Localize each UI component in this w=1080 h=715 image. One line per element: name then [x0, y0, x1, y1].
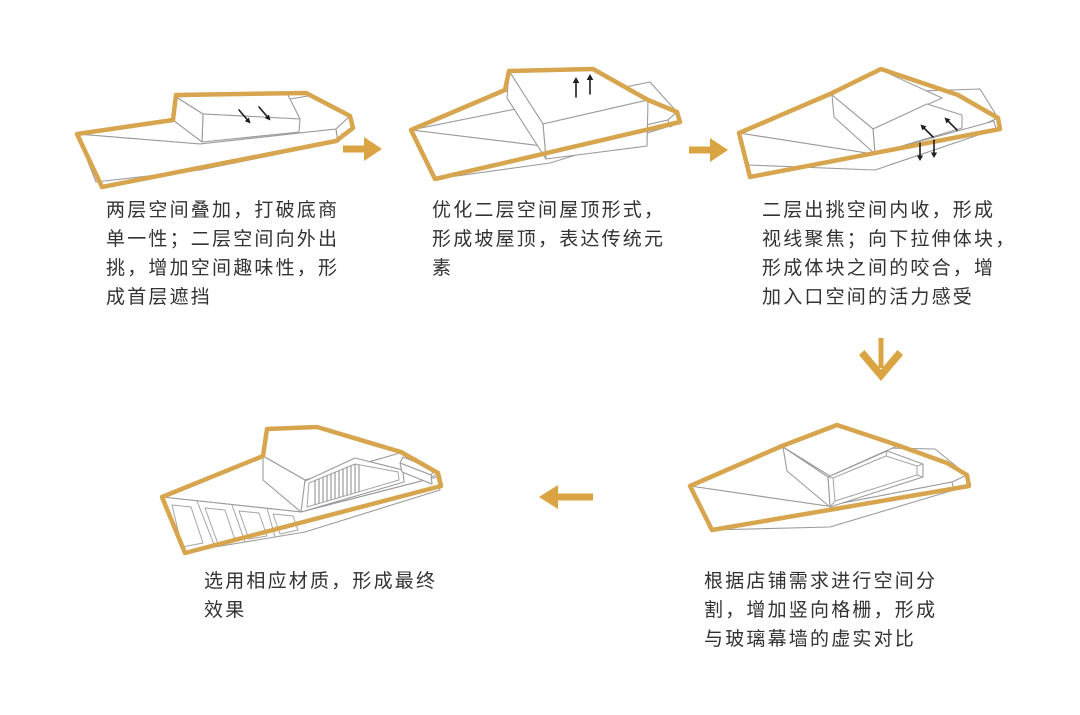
- vertical-louvers: [314, 464, 360, 505]
- caption-line: 视线聚焦；向下拉伸体块，: [762, 229, 1017, 250]
- step-2-caption: 优化二层空间屋顶形式， 形成坡屋顶，表达传统元 素: [432, 196, 665, 283]
- caption-line: 割，增加竖向格栅，形成: [704, 600, 938, 621]
- step-4-massing-diagram: [687, 422, 972, 533]
- caption-line: 二层出挑空间内收，形成: [762, 200, 996, 221]
- step-4-caption: 根据店铺需求进行空间分 割，增加竖向格栅，形成 与玻璃幕墙的虚实对比: [704, 567, 937, 654]
- caption-line: 形成坡屋顶，表达传统元: [432, 229, 666, 250]
- step-1-massing-diagram: [74, 90, 356, 190]
- step-5-massing-diagram: [159, 424, 444, 556]
- step-3-massing-diagram: [736, 66, 1003, 180]
- flow-arrow-down-icon: [859, 338, 903, 381]
- step-2-massing-diagram: [408, 66, 683, 182]
- caption-line: 素: [432, 258, 454, 279]
- caption-line: 挑，增加空间趣味性，形: [106, 258, 340, 279]
- caption-line: 优化二层空间屋顶形式，: [432, 200, 666, 221]
- caption-line: 两层空间叠加，打破底商: [106, 200, 340, 221]
- caption-line: 选用相应材质，形成最终: [204, 571, 438, 592]
- push-down-arrows-icon: [238, 106, 271, 124]
- caption-line: 单一性；二层空间向外出: [106, 229, 340, 250]
- step-1-caption: 两层空间叠加，打破底商 单一性；二层空间向外出 挑，增加空间趣味性，形 成首层遮…: [106, 196, 339, 312]
- flow-arrow-left-icon: [539, 485, 593, 509]
- recess-inward-arrows-icon: [920, 117, 958, 138]
- caption-line: 根据店铺需求进行空间分: [704, 571, 938, 592]
- caption-line: 形成体块之间的咬合，增: [762, 258, 996, 279]
- extrude-up-arrows-icon: [572, 74, 594, 98]
- caption-line: 效果: [204, 600, 247, 621]
- caption-line: 成首层遮挡: [106, 287, 213, 308]
- pull-down-arrows-icon: [916, 139, 938, 161]
- caption-line: 与玻璃幕墙的虚实对比: [704, 629, 917, 650]
- step-3-caption: 二层出挑空间内收，形成 视线聚焦；向下拉伸体块， 形成体块之间的咬合，增 加入口…: [762, 196, 1016, 312]
- step-5-caption: 选用相应材质，形成最终 效果: [204, 567, 437, 625]
- caption-line: 加入口空间的活力感受: [762, 287, 975, 308]
- flow-arrow-right-2-icon: [689, 138, 728, 162]
- flow-arrow-right-1-icon: [343, 137, 382, 161]
